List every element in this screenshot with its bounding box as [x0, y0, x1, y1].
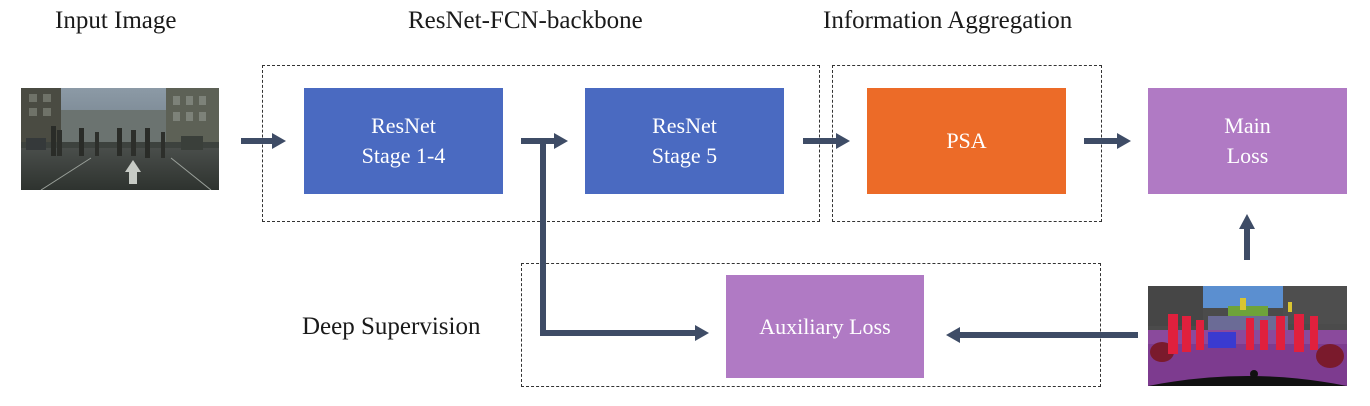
arrowhead-stage4-to-stage5	[554, 133, 568, 149]
resnet-stage-5-line1: ResNet	[652, 113, 717, 138]
arrow-stage4-to-auxiliary	[540, 141, 697, 336]
auxiliary-loss-label: Auxiliary Loss	[759, 313, 891, 339]
arrowhead-input-to-backbone	[272, 133, 286, 149]
main-loss-line1: Main	[1224, 113, 1271, 138]
auxiliary-loss-block: Auxiliary Loss	[726, 275, 924, 378]
segmentation-map-graphic	[1148, 286, 1347, 386]
arrowhead-stage5-to-psa	[836, 133, 850, 149]
resnet-stage-5-line2: Stage 5	[651, 143, 718, 168]
deep-supervision-label: Deep Supervision	[302, 313, 481, 340]
deep-supervision-group-frame	[521, 263, 1101, 387]
arrowhead-psa-to-main-loss	[1117, 133, 1131, 149]
resnet-stage-1-4-line1: ResNet	[371, 113, 436, 138]
resnet-stage-1-4-line2: Stage 1-4	[361, 143, 446, 168]
main-loss-block: Main Loss	[1148, 88, 1347, 194]
arrowhead-stage4-to-auxiliary	[695, 325, 709, 341]
arrowhead-gt-to-main-loss	[1239, 214, 1255, 229]
backbone-label: ResNet-FCN-backbone	[408, 7, 643, 34]
resnet-stage-1-4-block: ResNet Stage 1-4	[304, 88, 503, 194]
aggregation-label: Information Aggregation	[823, 7, 1073, 34]
main-loss-line2: Loss	[1226, 143, 1269, 168]
street-scene-graphic	[21, 88, 219, 190]
arrowhead-gt-to-auxiliary	[946, 327, 960, 343]
ground-truth-segmentation	[1148, 286, 1347, 386]
psa-block: PSA	[867, 88, 1066, 194]
psa-label: PSA	[946, 128, 987, 153]
input-image-label: Input Image	[55, 7, 177, 34]
input-image	[21, 88, 219, 190]
resnet-stage-5-block: ResNet Stage 5	[585, 88, 784, 194]
